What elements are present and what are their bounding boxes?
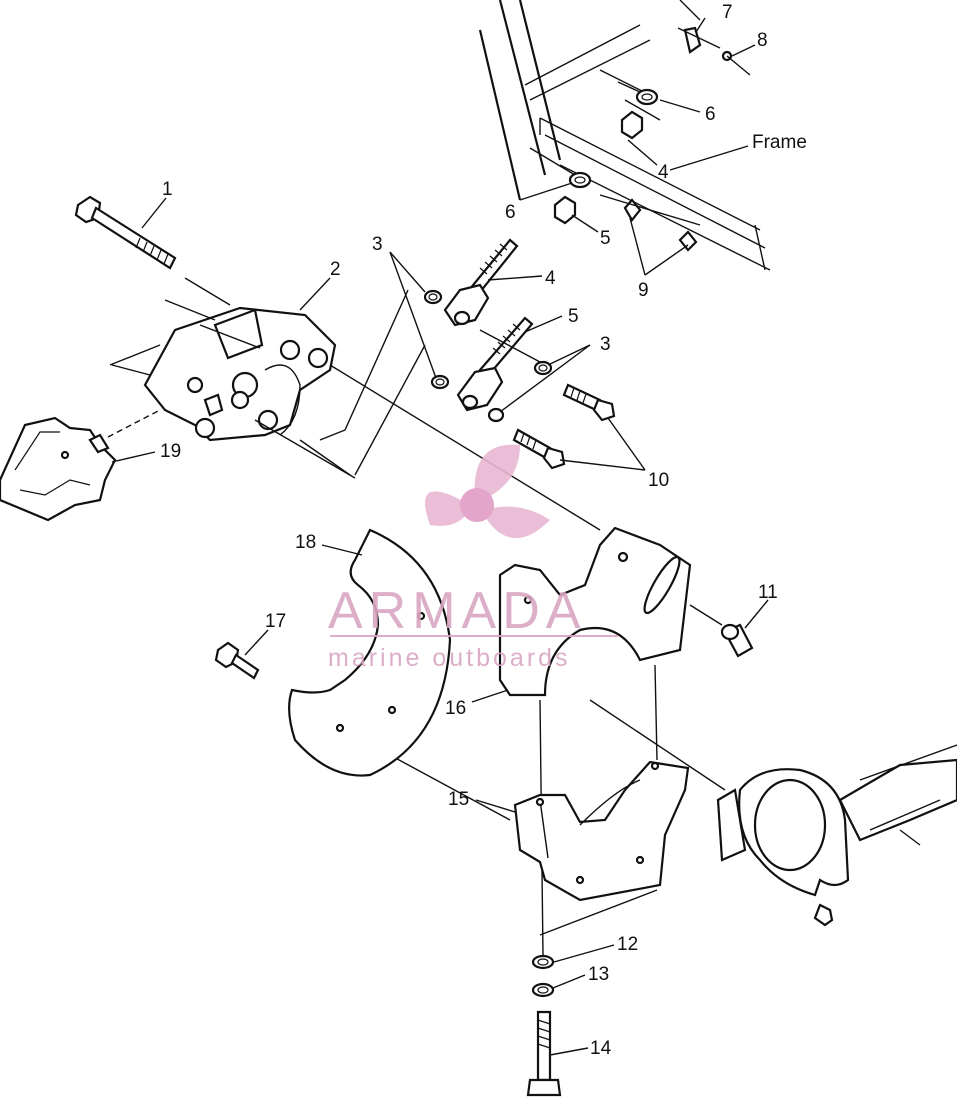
label-8: 8 <box>757 30 768 51</box>
label-19: 19 <box>160 441 181 462</box>
label-frame: Frame <box>752 132 807 153</box>
label-11: 11 <box>758 582 778 603</box>
bolt-17 <box>214 641 260 680</box>
frame-structure <box>478 0 771 271</box>
label-17: 17 <box>265 611 286 632</box>
hardware-12-13-14 <box>526 954 562 1097</box>
bolts-10 <box>512 383 616 470</box>
label-18: 18 <box>295 532 316 553</box>
bracket-16 <box>498 526 692 697</box>
label-10: 10 <box>648 470 669 491</box>
watermark-title: ARMADA <box>328 582 586 640</box>
label-15: 15 <box>448 789 469 810</box>
label-1: 1 <box>162 179 173 200</box>
label-14: 14 <box>590 1038 612 1059</box>
label-2: 2 <box>330 259 341 280</box>
brake-pad-19 <box>0 409 161 522</box>
label-5b: 5 <box>600 228 611 249</box>
upper-nut-washer <box>529 81 659 225</box>
tie-rods <box>423 238 553 423</box>
brake-disc-18 <box>288 528 452 777</box>
bracket-15 <box>513 760 690 902</box>
callout-labels: 1 2 3 3 4 4 5 5 6 6 7 8 9 10 11 12 13 14… <box>160 2 807 1059</box>
label-13: 13 <box>588 964 609 985</box>
watermark: ARMADA marine outboards <box>328 444 618 672</box>
label-12: 12 <box>617 934 638 955</box>
label-9: 9 <box>638 280 649 301</box>
label-6a: 6 <box>505 202 516 223</box>
leader-lines <box>111 17 769 1056</box>
bolt-1 <box>74 195 231 306</box>
propeller-logo-icon <box>425 444 550 539</box>
label-6b: 6 <box>705 104 716 125</box>
label-4a: 4 <box>545 268 556 289</box>
label-5a: 5 <box>568 306 579 327</box>
axle-housing <box>716 744 957 927</box>
hardware-7-8 <box>677 26 751 76</box>
watermark-subtitle: marine outboards <box>328 644 571 672</box>
caliper-2 <box>109 299 337 442</box>
label-4b: 4 <box>658 162 669 183</box>
label-3a: 3 <box>372 234 383 255</box>
clips-9 <box>599 194 701 252</box>
bushing-11 <box>689 604 754 658</box>
label-3b: 3 <box>600 334 611 355</box>
label-7: 7 <box>722 2 733 23</box>
label-16: 16 <box>445 698 466 719</box>
